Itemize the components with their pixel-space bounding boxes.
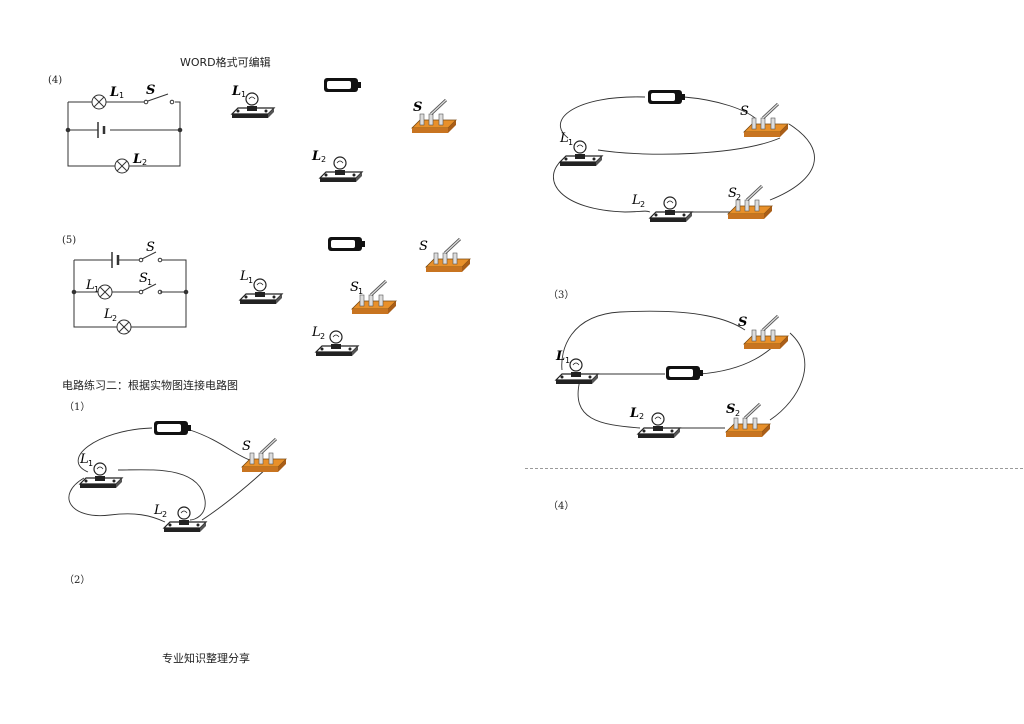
svg-text:L: L xyxy=(311,149,321,164)
svg-text:L: L xyxy=(103,307,113,322)
svg-text:S: S xyxy=(413,100,422,115)
svg-text:L: L xyxy=(79,452,89,467)
page-divider xyxy=(525,468,1023,469)
svg-text:S: S xyxy=(350,280,359,295)
svg-text:1: 1 xyxy=(241,90,246,99)
svg-text:L: L xyxy=(231,84,241,99)
svg-text:L: L xyxy=(311,325,321,340)
svg-text:L: L xyxy=(132,152,142,167)
svg-text:L: L xyxy=(239,269,249,284)
svg-text:S: S xyxy=(419,239,428,254)
svg-text:S: S xyxy=(139,271,148,286)
question-label-4-right: （4） xyxy=(548,501,575,512)
svg-text:1: 1 xyxy=(568,138,573,147)
svg-text:L: L xyxy=(153,503,163,518)
svg-text:2: 2 xyxy=(640,200,645,209)
svg-text:L: L xyxy=(109,85,119,100)
svg-text:S: S xyxy=(740,104,749,119)
question-label-4-top: (4) xyxy=(48,75,63,86)
svg-text:L: L xyxy=(629,406,639,421)
svg-text:L: L xyxy=(559,131,569,146)
svg-text:S: S xyxy=(146,240,155,255)
svg-text:2: 2 xyxy=(142,158,147,167)
question-label-5: (5) xyxy=(62,235,77,246)
svg-text:S: S xyxy=(242,439,251,454)
svg-text:2: 2 xyxy=(320,332,325,341)
svg-text:1: 1 xyxy=(94,285,99,294)
svg-text:2: 2 xyxy=(639,412,644,421)
svg-text:1: 1 xyxy=(88,459,93,468)
svg-text:1: 1 xyxy=(119,91,124,100)
svg-text:1: 1 xyxy=(147,278,152,287)
svg-text:L: L xyxy=(555,349,565,364)
svg-text:2: 2 xyxy=(736,193,741,202)
svg-text:S: S xyxy=(146,83,155,98)
page-header: WORD格式可编辑 xyxy=(180,56,271,69)
schematic-4 xyxy=(65,93,183,167)
svg-text:2: 2 xyxy=(112,314,117,323)
svg-text:1: 1 xyxy=(248,276,253,285)
svg-text:2: 2 xyxy=(735,409,740,418)
svg-text:1: 1 xyxy=(358,287,363,296)
schematic-5 xyxy=(71,251,189,328)
svg-text:L: L xyxy=(85,278,95,293)
svg-text:S: S xyxy=(726,402,735,417)
section-title: 电路练习二：根据实物图连接电路图 xyxy=(62,379,238,392)
question-label-1: （1） xyxy=(64,402,91,413)
question-label-3: （3） xyxy=(548,290,575,301)
svg-text:2: 2 xyxy=(162,510,167,519)
svg-text:1: 1 xyxy=(565,356,570,365)
question-label-2: （2） xyxy=(64,575,91,586)
svg-text:S: S xyxy=(728,186,737,201)
page-footer: 专业知识整理分享 xyxy=(162,652,250,665)
svg-text:S: S xyxy=(738,315,747,330)
svg-text:L: L xyxy=(631,193,641,208)
svg-text:2: 2 xyxy=(321,155,326,164)
